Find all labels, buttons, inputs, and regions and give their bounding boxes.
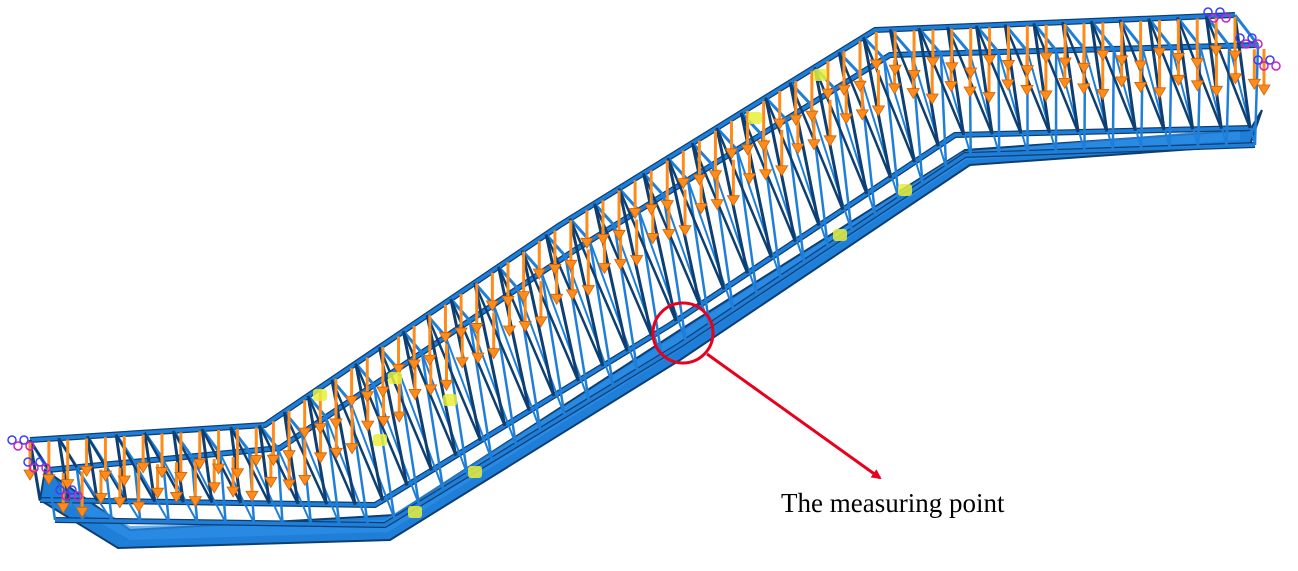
load-arrow-icon xyxy=(615,260,627,270)
load-arrow-icon xyxy=(472,353,484,363)
load-arrow-icon xyxy=(631,256,643,266)
load-arrow-icon xyxy=(597,234,609,244)
load-arrow-icon xyxy=(693,175,705,185)
vertical-member xyxy=(308,396,326,504)
spring-element xyxy=(833,229,847,241)
load-arrow-icon xyxy=(824,136,836,146)
load-arrow-icon xyxy=(519,321,531,331)
spring-element xyxy=(813,69,827,81)
vertical-member xyxy=(998,52,999,154)
load-arrow-icon xyxy=(582,285,594,295)
load-arrow-icon xyxy=(742,145,754,155)
spring-element xyxy=(373,434,387,446)
measuring-point-label: The measuring point xyxy=(781,488,1004,519)
load-arrow-icon xyxy=(1002,80,1014,90)
load-arrow-icon xyxy=(566,290,578,300)
load-arrow-icon xyxy=(1135,61,1147,71)
load-arrow-icon xyxy=(727,196,739,206)
load-arrow-icon xyxy=(1078,84,1090,94)
load-arrow-icon xyxy=(946,63,958,73)
supports xyxy=(8,8,1280,500)
spring-element xyxy=(468,466,482,478)
load-arrow-icon xyxy=(456,358,468,368)
spring-element xyxy=(313,389,327,401)
spring-element xyxy=(408,506,422,518)
truss-members xyxy=(30,15,1258,525)
load-arrow-icon xyxy=(663,230,675,240)
springs xyxy=(313,69,912,518)
load-arrow-icon xyxy=(1191,59,1203,69)
load-arrow-icon xyxy=(299,475,311,485)
load-arrow-icon xyxy=(840,114,852,124)
load-arrow-icon xyxy=(1191,81,1203,91)
load-arrow-icon xyxy=(1135,82,1147,92)
load-arrow-icon xyxy=(927,58,939,68)
load-arrow-icon xyxy=(1248,79,1260,89)
load-arrow-icon xyxy=(711,200,723,210)
load-arrow-icon xyxy=(315,453,327,463)
load-arrow-icon xyxy=(776,166,788,176)
load-arrow-icon xyxy=(1258,85,1270,95)
spring-element xyxy=(898,184,912,196)
chord-outline-1 xyxy=(48,45,1258,470)
load-arrow-icon xyxy=(661,201,673,211)
load-arrow-icon xyxy=(926,94,938,104)
vertical-member xyxy=(1170,47,1172,148)
spring-element xyxy=(388,372,402,384)
load-arrow-icon xyxy=(1078,63,1090,73)
load-arrow-icon xyxy=(246,491,258,501)
callout-arrow xyxy=(707,354,880,478)
load-arrow-icon xyxy=(984,55,996,65)
load-arrow-icon xyxy=(709,171,721,181)
vertical-member xyxy=(1113,49,1114,150)
spring-element xyxy=(443,394,457,406)
load-arrow-icon xyxy=(362,421,374,431)
fixed-support-constraint-icon xyxy=(1272,62,1280,70)
load-arrow-icon xyxy=(283,451,295,461)
load-arrow-icon xyxy=(889,84,901,94)
load-arrow-icon xyxy=(409,389,421,399)
spring-element xyxy=(748,112,762,124)
load-arrow-icon xyxy=(983,92,995,102)
load-arrow-icon xyxy=(758,141,770,151)
load-arrow-icon xyxy=(645,205,657,215)
load-arrow-icon xyxy=(872,106,884,116)
load-arrow-icon xyxy=(679,226,691,236)
chord-1 xyxy=(48,45,1258,470)
